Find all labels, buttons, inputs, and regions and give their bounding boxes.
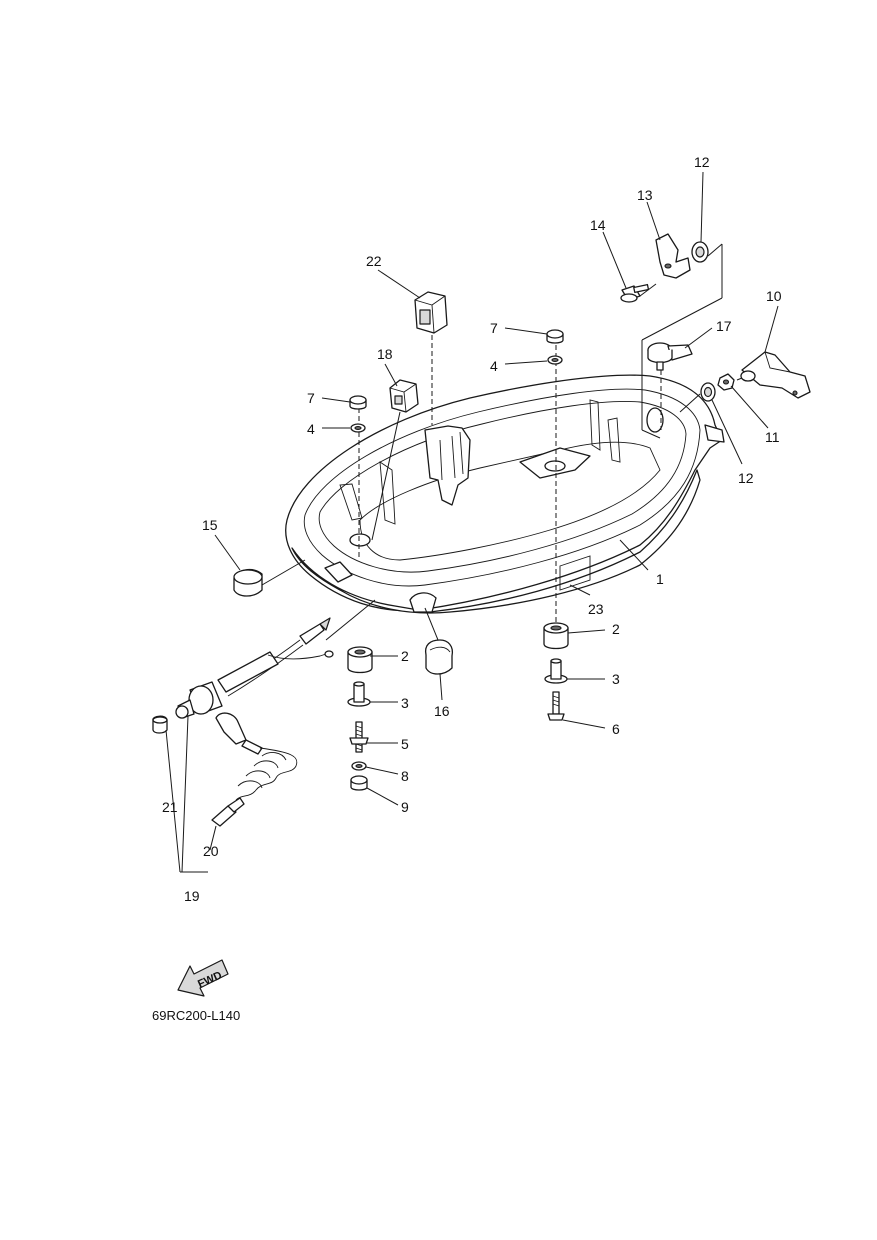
assembly-center-lines — [358, 335, 662, 622]
nut-9 — [350, 775, 368, 791]
grommet-18 — [389, 379, 419, 413]
callout-19: 19 — [184, 888, 200, 904]
callout-16: 16 — [434, 703, 450, 719]
callout-3-left: 3 — [401, 695, 409, 711]
bracket-13 — [655, 233, 691, 279]
drawing-code: 69RC200-L140 — [152, 1008, 240, 1023]
callout-13: 13 — [637, 187, 653, 203]
grommet-12-bottom — [700, 382, 716, 402]
callout-11: 11 — [765, 429, 780, 445]
grommet-12-top — [691, 241, 709, 263]
callout-21: 21 — [162, 799, 178, 815]
callout-2-right: 2 — [612, 621, 620, 637]
callout-23: 23 — [588, 601, 604, 617]
mount-rubber-right — [543, 622, 569, 650]
collar-right — [544, 658, 568, 684]
nut-7-left — [349, 395, 367, 410]
callout-20: 20 — [203, 843, 219, 859]
callout-12-top: 12 — [694, 154, 710, 170]
bolt-14 — [620, 283, 650, 303]
flange-bolt — [547, 691, 565, 721]
callout-2-left: 2 — [401, 648, 409, 664]
engine-stop-switch-assembly — [152, 617, 334, 827]
washer-4-right — [547, 355, 563, 365]
washer-8 — [351, 761, 367, 771]
callout-4-right: 4 — [490, 358, 498, 374]
callout-1: 1 — [656, 571, 664, 587]
callout-5: 5 — [401, 736, 409, 752]
grommet-22 — [414, 291, 448, 334]
fwd-direction-arrow: FWD — [177, 959, 229, 997]
callout-4-left: 4 — [307, 421, 315, 437]
callout-3-right: 3 — [612, 671, 620, 687]
callout-15: 15 — [202, 517, 218, 533]
lever-10 — [740, 351, 811, 399]
callout-14: 14 — [590, 217, 606, 233]
callout-leader-lines — [165, 171, 779, 873]
nut-11 — [717, 373, 735, 391]
washer-4-left — [350, 423, 366, 433]
callout-17: 17 — [716, 318, 732, 334]
callout-10: 10 — [766, 288, 782, 304]
plug-15 — [233, 568, 263, 597]
mount-rubber-left — [347, 646, 373, 674]
cap-16 — [424, 639, 454, 675]
callout-9: 9 — [401, 799, 409, 815]
nut-7-right — [546, 329, 564, 344]
callout-7-right: 7 — [490, 320, 498, 336]
callout-18: 18 — [377, 346, 393, 362]
callout-22: 22 — [366, 253, 382, 269]
stud-bolt — [349, 721, 369, 753]
callout-7-left: 7 — [307, 390, 315, 406]
lever-17 — [647, 342, 693, 371]
callout-12-bottom: 12 — [738, 470, 754, 486]
callout-6: 6 — [612, 721, 620, 737]
callout-numbers: 1 2 2 3 3 4 4 5 6 7 7 8 9 10 11 12 12 13… — [162, 154, 782, 904]
collar-left — [347, 681, 371, 707]
callout-8: 8 — [401, 768, 409, 784]
